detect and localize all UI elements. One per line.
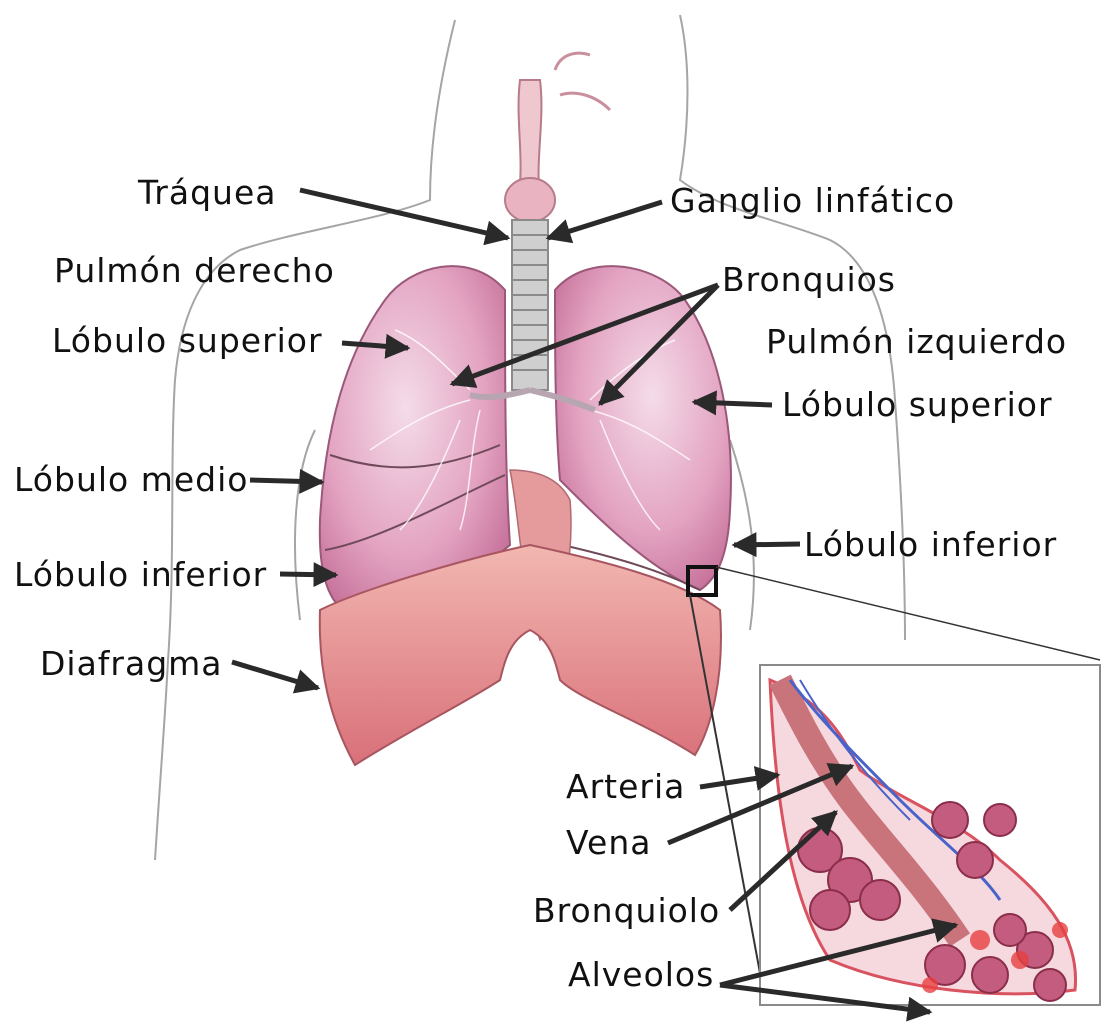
- label-ganglio-linfatico: Ganglio linfático: [670, 184, 955, 217]
- label-arteria: Arteria: [566, 770, 685, 803]
- label-lobulo-inferior-izquierdo: Lóbulo inferior: [804, 528, 1057, 561]
- label-pulmon-derecho: Pulmón derecho: [54, 254, 335, 287]
- label-bronquios: Bronquios: [722, 263, 896, 296]
- label-diafragma: Diafragma: [40, 647, 223, 680]
- label-lobulo-superior-izquierdo: Lóbulo superior: [782, 388, 1053, 421]
- label-bronquiolo: Bronquiolo: [533, 894, 720, 927]
- label-vena: Vena: [566, 826, 651, 859]
- label-pulmon-izquierdo: Pulmón izquierdo: [766, 325, 1067, 358]
- label-lobulo-medio: Lóbulo medio: [14, 463, 248, 496]
- label-lobulo-inferior-derecho: Lóbulo inferior: [14, 558, 267, 591]
- label-lobulo-superior-derecho: Lóbulo superior: [52, 324, 323, 357]
- label-alveolos: Alveolos: [568, 958, 714, 991]
- label-traquea: Tráquea: [138, 176, 276, 209]
